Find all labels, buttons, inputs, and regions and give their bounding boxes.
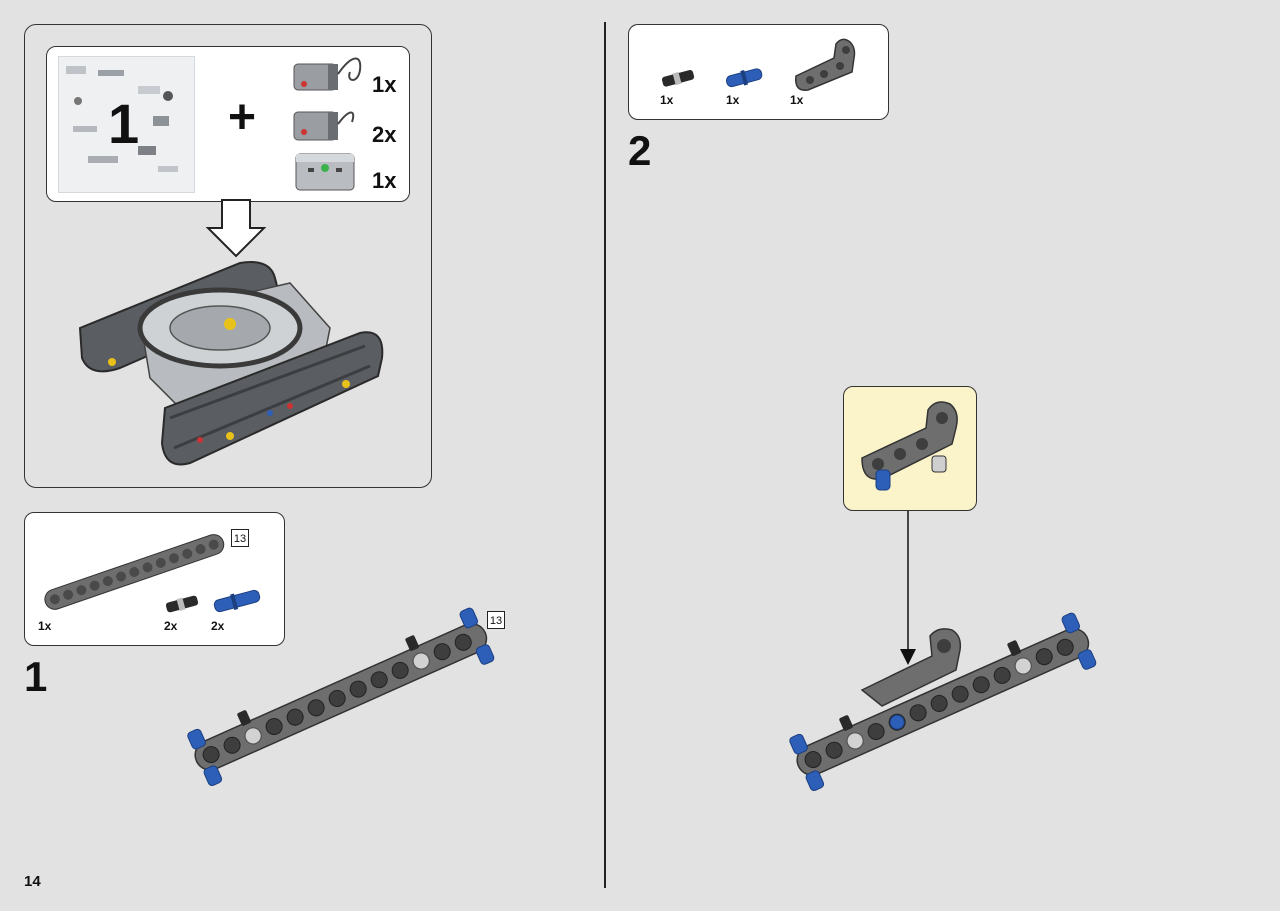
bag-number: 1 — [108, 92, 140, 155]
black-axle-pin-qty: 2x — [164, 619, 178, 633]
insert-arrow-icon — [900, 511, 916, 665]
down-arrow-icon — [205, 199, 267, 258]
blue-pin-qty: 2x — [211, 619, 225, 633]
black-axle-pin-part — [165, 595, 199, 613]
page-divider — [604, 22, 606, 888]
hub-box-qty: 1x — [372, 168, 397, 193]
tracked-chassis-model — [78, 261, 384, 466]
step2-assembly — [789, 612, 1097, 791]
blue-pin-part — [213, 589, 261, 613]
step2-black-axle-pin-part — [661, 69, 695, 87]
bag-parts-drawing — [66, 66, 178, 172]
step2-blue-pin-part — [725, 68, 763, 88]
step2-black-axle-pin-qty: 1x — [660, 93, 674, 107]
subassembly-angled-beam — [861, 401, 958, 491]
step1-assembly — [187, 607, 495, 786]
motor-with-short-cable-icon — [293, 111, 355, 141]
beam-length-label: 13 — [231, 529, 249, 547]
motor-with-cable-icon — [293, 57, 362, 91]
page-number: 14 — [24, 873, 41, 890]
motor-with-cable-qty: 1x — [372, 72, 397, 97]
step-2-number: 2 — [628, 127, 652, 174]
assembly-beam-length-label: 13 — [487, 611, 505, 629]
beam-13-part — [44, 534, 225, 610]
step2-angled-beam-part — [795, 38, 856, 91]
step2-angled-beam-qty: 1x — [790, 93, 804, 107]
hub-box-icon — [295, 153, 355, 191]
step2-blue-pin-qty: 1x — [726, 93, 740, 107]
step-1-number: 1 — [24, 653, 48, 700]
beam-13-qty: 1x — [38, 619, 52, 633]
motor-with-short-cable-qty: 2x — [372, 122, 397, 147]
plus-symbol: + — [228, 91, 257, 144]
